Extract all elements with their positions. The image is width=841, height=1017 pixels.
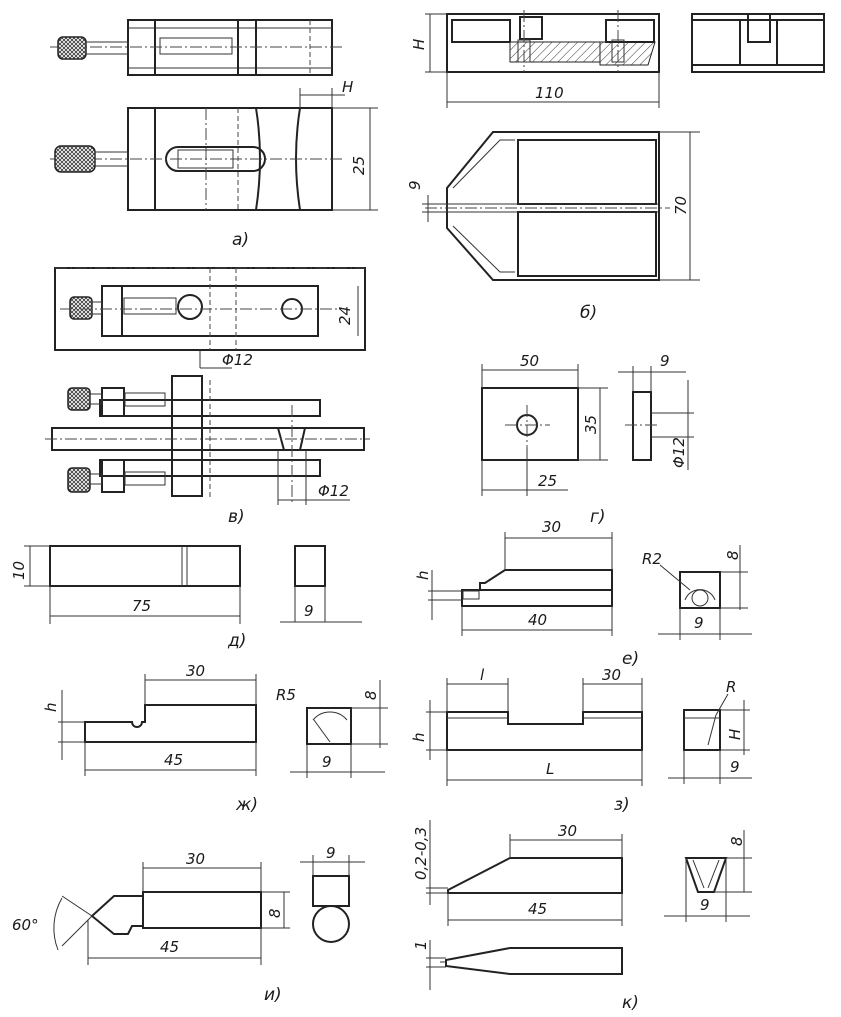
- dim-v-width: 24: [336, 306, 354, 325]
- dim-e-height: 8: [724, 550, 742, 560]
- dim-k-tip2: 1: [412, 940, 430, 950]
- dim-v-dia-top: Φ12: [222, 351, 253, 369]
- caption-a: а): [232, 230, 249, 250]
- dim-b-width: 70: [672, 196, 690, 215]
- dim-a-h: H: [342, 78, 353, 96]
- dim-e-radius: R2: [642, 550, 662, 568]
- dim-b-length: 110: [535, 84, 564, 102]
- dim-z-l: l: [480, 666, 485, 684]
- dim-k-top: 30: [558, 822, 577, 840]
- dim-i-angle: 60°: [12, 916, 39, 934]
- dim-g-length: 50: [520, 352, 539, 370]
- caption-b: б): [580, 303, 597, 323]
- dim-z-width: 9: [730, 758, 740, 776]
- dim-k-tip: 0,2-0,3: [412, 827, 430, 880]
- dim-k-height: 8: [728, 836, 746, 846]
- dim-z-R: R: [726, 678, 736, 696]
- dim-g-offset: 25: [538, 472, 557, 490]
- dim-v-dia-bottom: Φ12: [318, 482, 349, 500]
- dim-b-slot: 9: [406, 180, 424, 190]
- dim-zh-radius: R5: [276, 686, 296, 704]
- dim-z-L: L: [546, 760, 554, 778]
- dim-z-top: 30: [602, 666, 621, 684]
- figure-k-cutter: 30 0,2-0,3 45 1 8 9 к): [412, 820, 752, 1013]
- dim-k-length: 45: [528, 900, 547, 918]
- figure-zh-cutter: 30 h 45 R5 8 9 ж): [42, 662, 388, 815]
- dim-i-height: 8: [266, 908, 284, 918]
- dim-zh-length: 45: [164, 751, 183, 769]
- dim-k-width: 9: [700, 896, 710, 914]
- caption-g: г): [590, 507, 606, 527]
- figure-g-plate: 50 35 25 9 Φ12 г): [481, 352, 694, 527]
- figure-a-holder: H 25 а): [50, 19, 378, 250]
- dim-g-height: 35: [582, 415, 600, 434]
- figure-i-threading-tool: 30 60° 8 45 9 и): [12, 844, 365, 1005]
- caption-d: д): [227, 631, 246, 651]
- dim-d-width: 9: [304, 602, 314, 620]
- dim-d-height: 10: [10, 561, 28, 580]
- figure-b-tool-block: H 110 9 70 б): [406, 10, 825, 323]
- dim-i-top: 30: [186, 850, 205, 868]
- caption-i: и): [264, 985, 282, 1005]
- figure-d-bar: 10 75 9 д): [10, 545, 362, 651]
- caption-e: е): [622, 649, 639, 669]
- caption-k: к): [622, 993, 639, 1013]
- dim-g-thickness: 9: [660, 352, 670, 370]
- caption-v: в): [228, 507, 245, 527]
- dim-e-h: h: [414, 570, 432, 580]
- dim-i-width: 9: [326, 844, 336, 862]
- dim-zh-width: 9: [322, 753, 332, 771]
- dim-e-width: 9: [694, 614, 704, 632]
- dim-a-width: 25: [350, 156, 368, 175]
- dim-e-top: 30: [542, 518, 561, 536]
- figure-v-clamp: 24 Φ12 Φ12 в): [45, 267, 370, 527]
- dim-b-h: H: [410, 39, 428, 50]
- dim-z-H: H: [726, 729, 744, 740]
- dim-d-length: 75: [132, 597, 151, 615]
- dim-g-dia: Φ12: [670, 437, 688, 468]
- figure-z-cutter: l 30 h L R H 9 з): [410, 666, 752, 815]
- dim-e-length: 40: [528, 611, 547, 629]
- caption-z: з): [614, 795, 630, 815]
- figure-e-cutter: 30 h 40 R2 8 9 е): [414, 518, 752, 669]
- dim-zh-top: 30: [186, 662, 205, 680]
- dim-zh-height: 8: [362, 690, 380, 700]
- dim-zh-h: h: [42, 702, 60, 712]
- caption-zh: ж): [235, 795, 258, 815]
- dim-i-length: 45: [160, 938, 179, 956]
- dim-z-h: h: [410, 732, 428, 742]
